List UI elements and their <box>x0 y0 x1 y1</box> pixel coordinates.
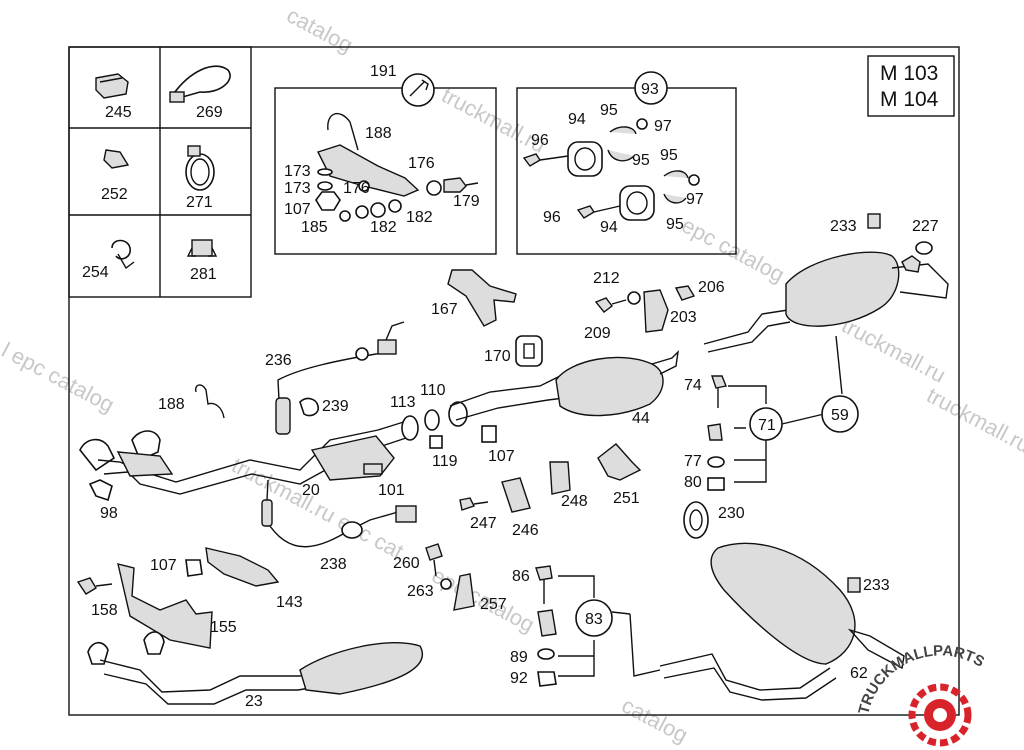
part-label: 89 <box>510 649 528 666</box>
part-label: 203 <box>670 309 697 326</box>
part-label: 167 <box>431 301 458 318</box>
part-label: 80 <box>684 474 702 491</box>
legend-part-number: 245 <box>105 104 132 121</box>
part-label: 233 <box>863 577 890 594</box>
wrench-icon <box>401 73 435 107</box>
part-label: 95 <box>632 152 650 169</box>
part-label: 96 <box>543 209 561 226</box>
gear-icon <box>908 683 972 747</box>
part-label: 97 <box>686 191 704 208</box>
watermark-text: truckmall.ru e <box>923 382 1024 466</box>
part-label: 119 <box>432 453 458 470</box>
part-label: 143 <box>276 594 303 611</box>
callout-191: 191 <box>370 63 397 80</box>
part-label: 246 <box>512 522 539 539</box>
watermark-text: epc catalog <box>678 212 789 287</box>
part-label: 86 <box>512 568 530 585</box>
part-label: 206 <box>698 279 725 296</box>
callout-circles: 59 71 83 <box>575 395 859 637</box>
hose-clamp-icon <box>185 145 215 191</box>
part-label: 94 <box>568 111 586 128</box>
part-label: 173 <box>284 163 311 180</box>
model-line-1: M 103 <box>880 62 938 85</box>
part-label: 182 <box>370 219 397 236</box>
callout-59: 59 <box>831 407 849 424</box>
clip-icon <box>111 239 135 270</box>
bracket-plate-icon <box>103 149 130 169</box>
part-label: 96 <box>531 132 549 149</box>
part-label: 62 <box>850 665 868 682</box>
part-label: 44 <box>632 410 650 427</box>
part-label: 176 <box>408 155 435 172</box>
part-label: 247 <box>470 515 497 532</box>
part-label: 238 <box>320 556 347 573</box>
part-label: 92 <box>510 670 528 687</box>
part-label: 74 <box>684 377 702 394</box>
inset-191: 191 188 176 173 173 176 107 182 179 185 … <box>274 63 497 255</box>
legend-part-number: 252 <box>101 186 128 203</box>
legend-part-number: 269 <box>196 104 223 121</box>
brand-logo: TRUCKMALLPARTS <box>855 642 987 747</box>
part-label: 20 <box>302 482 320 499</box>
part-label: 95 <box>660 147 678 164</box>
cable-tie-icon <box>169 65 231 103</box>
part-label: 263 <box>407 583 434 600</box>
part-label: 257 <box>480 596 507 613</box>
part-label: 95 <box>600 102 618 119</box>
part-label: 227 <box>912 218 939 235</box>
part-label: 230 <box>718 505 745 522</box>
part-label: 179 <box>453 193 480 210</box>
part-label: 188 <box>158 396 185 413</box>
part-label: 173 <box>284 180 311 197</box>
part-label: 98 <box>100 505 118 522</box>
part-label: 77 <box>684 453 702 470</box>
watermark-text: l epc catalog <box>0 337 118 417</box>
part-label: 260 <box>393 555 420 572</box>
part-label: 233 <box>830 218 857 235</box>
part-label: 170 <box>484 348 511 365</box>
part-labels: 236 239 188 98 20 101 113 110 119 107 16… <box>91 218 939 710</box>
part-label: 251 <box>613 490 640 507</box>
part-label: 158 <box>91 602 118 619</box>
legend-part-number: 271 <box>186 194 213 211</box>
part-label: 188 <box>365 125 392 142</box>
retainer-clip-icon <box>186 239 218 257</box>
model-line-2: M 104 <box>880 88 939 111</box>
part-label: 248 <box>561 493 588 510</box>
legend-part-number: 281 <box>190 266 217 283</box>
callout-93: 93 <box>641 81 659 98</box>
part-label: 185 <box>301 219 328 236</box>
part-label: 97 <box>654 118 672 135</box>
watermark-text: catalog <box>283 2 357 57</box>
legend-part-number: 254 <box>82 264 109 281</box>
part-label: 23 <box>245 693 263 710</box>
part-label: 236 <box>265 352 292 369</box>
part-label: 176 <box>343 180 370 197</box>
inset-93: 93 95 94 97 96 95 95 97 96 94 95 <box>516 71 737 255</box>
part-label: 107 <box>488 448 515 465</box>
part-label: 110 <box>420 382 446 399</box>
part-label: 209 <box>584 325 611 342</box>
exhaust-assembly <box>76 213 949 705</box>
watermark-text: catalog <box>618 692 692 747</box>
model-box: M 103 M 104 <box>867 55 955 117</box>
part-label: 239 <box>322 398 349 415</box>
part-label: 113 <box>390 394 416 411</box>
rubber-buffer-icon <box>95 73 129 99</box>
part-label: 94 <box>600 219 618 236</box>
part-label: 95 <box>666 216 684 233</box>
part-label: 101 <box>378 482 405 499</box>
callout-83: 83 <box>585 611 603 628</box>
watermark-text: truckmall.ru <box>838 312 950 387</box>
callout-71: 71 <box>758 417 776 434</box>
part-label: 182 <box>406 209 433 226</box>
diagram-frame <box>68 46 960 716</box>
part-label: 155 <box>210 619 237 636</box>
legend-grid: 245 269 252 271 254 281 <box>68 46 252 298</box>
part-label: 107 <box>150 557 177 574</box>
part-label: 212 <box>593 270 620 287</box>
part-label: 107 <box>284 201 311 218</box>
